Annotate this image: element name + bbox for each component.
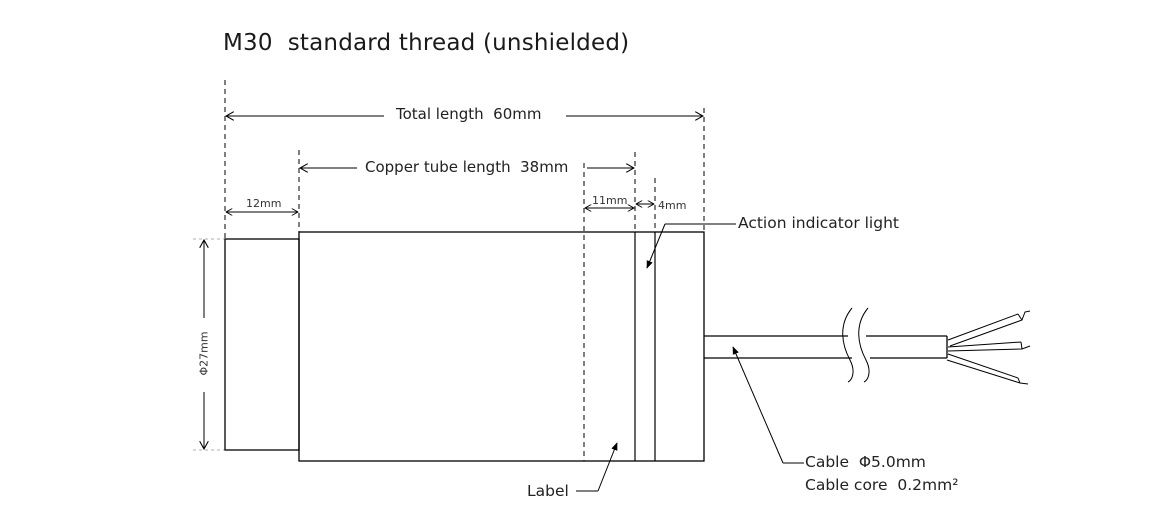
sensor-body [298,231,705,462]
total-length-label: Total length 60mm [396,105,542,123]
diameter-label: Φ27mm [197,331,211,376]
cable [704,335,948,359]
cable-leader [732,346,804,464]
cable-wires [946,310,1031,385]
label-callout: Label [527,482,569,500]
cable-break-marks [842,307,870,383]
cable-core-callout: Cable core 0.2mm² [805,476,959,494]
indicator-section-length-label: 4mm [658,199,687,212]
copper-tube-length-label: Copper tube length 38mm [365,158,569,176]
sensor-nut [224,238,300,451]
label-section-length-label: 11mm [592,194,628,207]
nut-length-label: 12mm [246,197,282,210]
extension-lines [224,80,705,461]
action-indicator-leader [646,223,736,269]
diagram-title: M30 standard thread (unshielded) [223,30,630,56]
label-leader [576,442,618,492]
cable-diameter-callout: Cable Φ5.0mm [805,453,926,471]
action-indicator-callout: Action indicator light [738,214,899,232]
